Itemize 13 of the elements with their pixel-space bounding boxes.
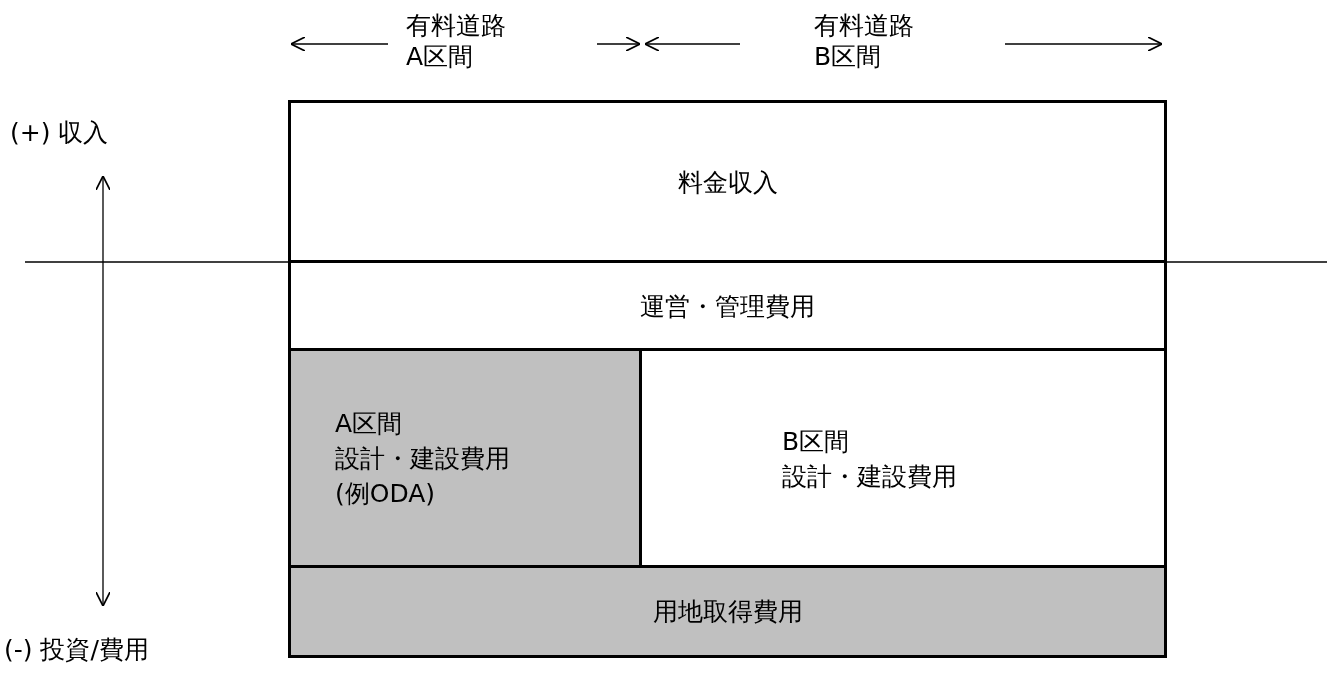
axis-label: (-) 投資/費用 bbox=[4, 634, 149, 666]
axis-label: (+) 収入 bbox=[10, 117, 109, 149]
block-label: A区間 bbox=[335, 408, 403, 440]
block-label: 料金収入 bbox=[677, 166, 778, 199]
block-label: 設計・建設費用 bbox=[782, 460, 957, 493]
block-label: (例ODA) bbox=[335, 478, 436, 510]
block-label: 運営・管理費用 bbox=[640, 290, 815, 323]
cost-block bbox=[288, 565, 1167, 658]
block-label: 設計・建設費用 bbox=[335, 443, 510, 475]
section-label: 有料道路A区間 bbox=[406, 10, 507, 73]
block-label: 用地取得費用 bbox=[652, 596, 803, 628]
section-label: 有料道路B区間 bbox=[814, 10, 915, 73]
block-label: B区間 bbox=[782, 425, 850, 458]
